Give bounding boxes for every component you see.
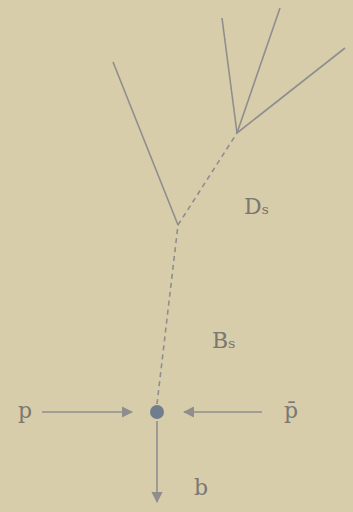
- particle-label: b: [194, 477, 208, 499]
- particle-label: p: [18, 400, 32, 422]
- bs-path: [157, 225, 178, 404]
- collision-point: [150, 405, 164, 419]
- particle-label: Bₛ: [212, 330, 236, 352]
- particle-label: Dₛ: [244, 196, 269, 218]
- ds-path: [178, 133, 237, 225]
- track: [237, 8, 280, 133]
- track: [222, 18, 237, 133]
- track: [113, 62, 178, 225]
- particle-label: p̄: [284, 400, 298, 422]
- beam-arrow: [42, 411, 132, 413]
- b-arrow: [156, 421, 158, 502]
- track: [237, 48, 345, 133]
- beam-arrow: [184, 411, 262, 413]
